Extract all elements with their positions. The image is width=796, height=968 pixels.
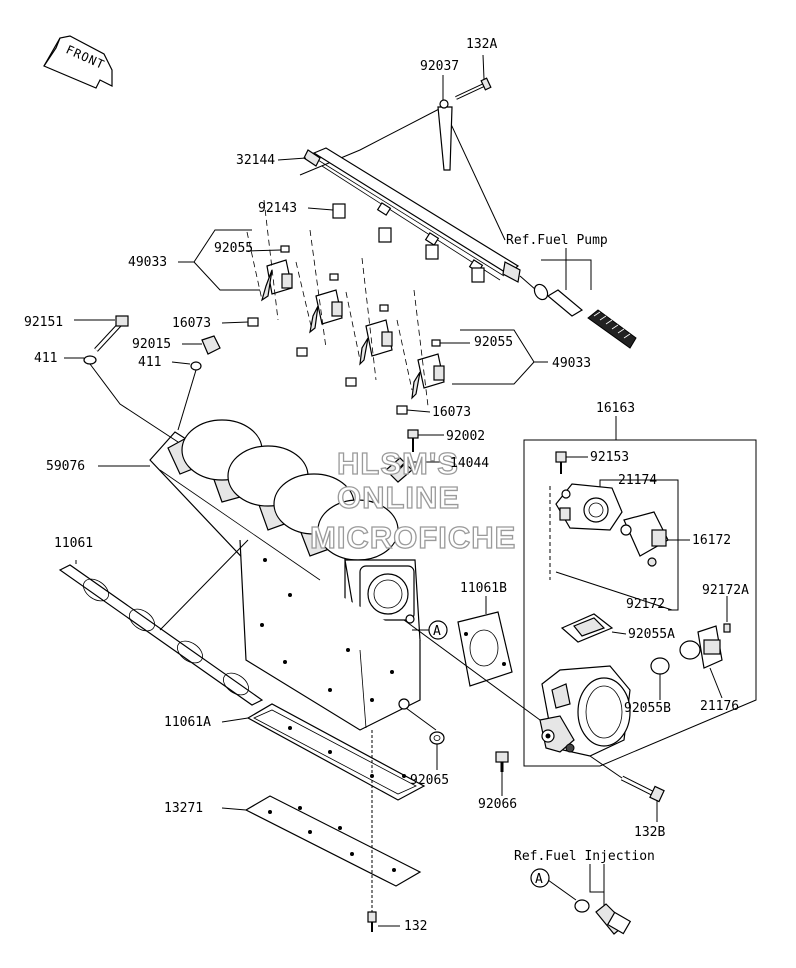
ref-fuel-pump: Ref.Fuel Pump bbox=[506, 233, 608, 248]
injector-49033 bbox=[359, 304, 393, 366]
watermark-line3: MICROFICHE bbox=[310, 520, 516, 555]
callout-a-marker: A bbox=[428, 620, 448, 640]
label-49033-right: 49033 bbox=[552, 356, 591, 371]
label-92015: 92015 bbox=[132, 337, 171, 352]
label-411-b: 411 bbox=[138, 355, 161, 370]
injector-49033 bbox=[309, 273, 343, 334]
fuel-pump-connector-parts bbox=[533, 283, 637, 349]
label-16073-right: 16073 bbox=[432, 405, 471, 420]
bolt-132B bbox=[620, 775, 665, 803]
label-92151: 92151 bbox=[24, 315, 63, 330]
label-92055-right: 92055 bbox=[474, 335, 513, 350]
bolt-132 bbox=[367, 911, 377, 932]
label-92037: 92037 bbox=[420, 59, 459, 74]
assembly-guide-lines bbox=[246, 199, 429, 407]
label-16073-left: 16073 bbox=[172, 316, 211, 331]
label-132: 132 bbox=[404, 919, 427, 934]
throttle-body-16163 bbox=[539, 665, 631, 757]
label-132A: 132A bbox=[466, 37, 497, 52]
label-14044: 14044 bbox=[450, 456, 489, 471]
idle-control-valve-16172 bbox=[620, 511, 669, 567]
label-132B: 132B bbox=[634, 825, 665, 840]
injector-49033 bbox=[411, 339, 445, 400]
callout-a-marker-bottom: A bbox=[530, 868, 550, 888]
label-11061A: 11061A bbox=[164, 715, 211, 730]
label-92002: 92002 bbox=[446, 429, 485, 444]
label-16172: 16172 bbox=[692, 533, 731, 548]
sensor-14044 bbox=[385, 457, 413, 483]
intake-manifold-59076 bbox=[149, 419, 421, 731]
gasket-11061 bbox=[58, 564, 264, 706]
label-13271: 13271 bbox=[164, 801, 203, 816]
label-11061: 11061 bbox=[54, 536, 93, 551]
fuel-rail-32144 bbox=[303, 147, 521, 283]
bolt-92015 bbox=[201, 335, 221, 355]
bolt-92151 bbox=[83, 315, 129, 365]
ref-fuel-injection: Ref.Fuel Injection bbox=[514, 849, 655, 864]
label-92066: 92066 bbox=[478, 797, 517, 812]
watermark-line1: HLSM'S bbox=[337, 446, 459, 481]
label-21174: 21174 bbox=[618, 473, 657, 488]
bolt-92153 bbox=[555, 451, 567, 474]
washer-92065 bbox=[429, 731, 445, 745]
label-92055A: 92055A bbox=[628, 627, 675, 642]
label-92065: 92065 bbox=[410, 773, 449, 788]
label-11061B: 11061B bbox=[460, 581, 507, 596]
throttle-sensor-21176 bbox=[679, 625, 723, 669]
label-92055-left: 92055 bbox=[214, 241, 253, 256]
plate-13271 bbox=[244, 795, 422, 887]
injector-49033 bbox=[260, 245, 293, 302]
screw-92172A bbox=[723, 623, 731, 633]
label-32144: 32144 bbox=[236, 153, 275, 168]
label-92055B: 92055B bbox=[624, 701, 671, 716]
o-ring-92143 bbox=[332, 203, 485, 283]
throttle-part-21174 bbox=[555, 483, 623, 531]
watermark: HLSM'S ONLINE MICROFICHE bbox=[309, 445, 516, 555]
label-92172A: 92172A bbox=[702, 583, 749, 598]
label-49033-left: 49033 bbox=[128, 255, 167, 270]
bolt-92066 bbox=[495, 751, 509, 772]
clamp-92037 bbox=[437, 99, 453, 171]
label-59076: 59076 bbox=[46, 459, 85, 474]
fuel-injection-sensor bbox=[574, 899, 632, 935]
washer-411 bbox=[190, 361, 202, 371]
label-21176: 21176 bbox=[700, 699, 739, 714]
o-ring-92055B bbox=[650, 657, 670, 675]
bolt-132A bbox=[455, 77, 492, 100]
callout-a-label: A bbox=[433, 624, 441, 639]
bolt-92002 bbox=[407, 429, 419, 452]
front-arrow-icon: FRONT bbox=[43, 35, 113, 89]
label-92153: 92153 bbox=[590, 450, 629, 465]
label-16163: 16163 bbox=[596, 401, 635, 416]
gasket-11061A bbox=[246, 703, 426, 801]
callout-a-label-bottom: A bbox=[535, 872, 543, 887]
watermark-line2: ONLINE bbox=[337, 480, 460, 515]
label-411-a: 411 bbox=[34, 351, 57, 366]
label-92172: 92172 bbox=[626, 597, 665, 612]
gasket-92055A bbox=[560, 613, 614, 643]
gasket-11061B bbox=[457, 611, 513, 687]
label-92143: 92143 bbox=[258, 201, 297, 216]
